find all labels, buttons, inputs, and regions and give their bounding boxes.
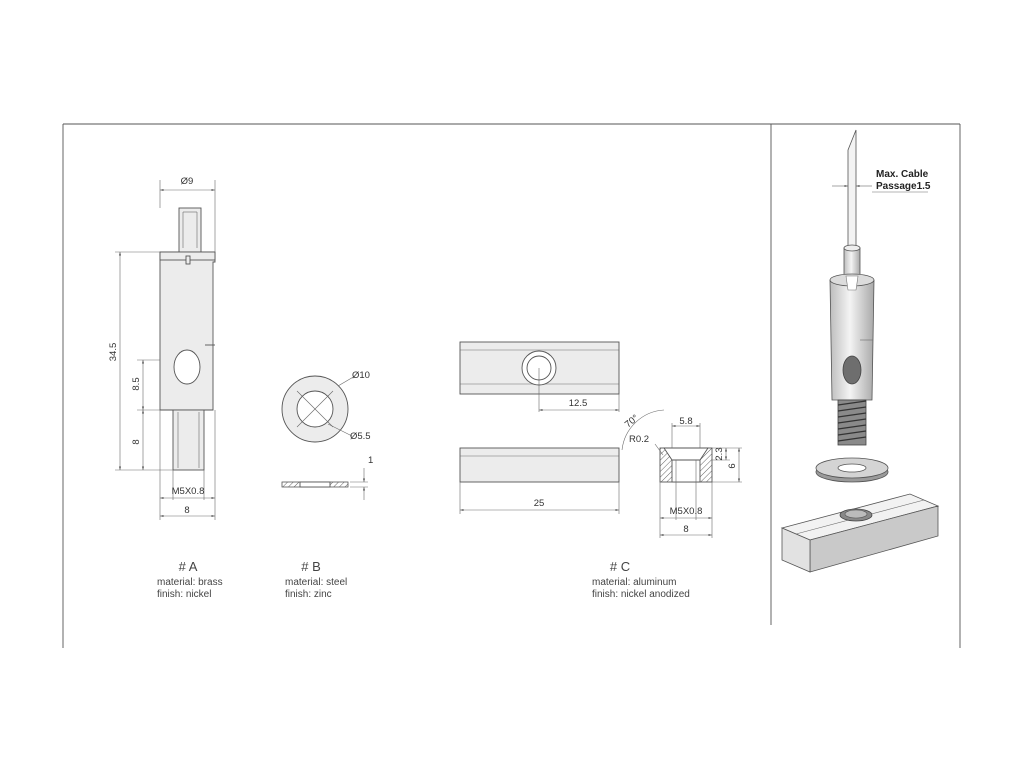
part-a-finish: finish: nickel [157,589,211,600]
part-c-dim-length: 25 [534,498,545,509]
part-a-cable-hole [173,349,201,385]
part-c-dim-hole-pos: 12.5 [569,398,588,409]
part-a-dim-thread: M5X0.8 [172,486,205,497]
part-a-material: material: brass [157,577,223,588]
part-c-label: # C [610,559,630,574]
part-a-dim-thread-len: 8 [131,439,142,444]
part-c-drawing: 12.5 25 70° R0.2 5.8 2.3 6 M5X0.8 [459,341,742,600]
part-a-label: # A [179,559,198,574]
cable-note-line2: Passage1.5 [876,181,931,192]
assembly-cable-hole [842,355,862,385]
assembly-washer [815,457,889,483]
part-a-dim-width: 8 [184,505,189,516]
part-c-dim-depth: 2.3 [714,447,725,460]
cable [847,129,857,253]
part-c-dim-thread: M5X0.8 [670,506,703,517]
drawing-frame [62,123,961,648]
part-c-finish: finish: nickel anodized [592,589,690,600]
part-b-label: # B [301,559,321,574]
part-b-dim-inner: Ø5.5 [350,431,371,442]
part-c-dim-counter: 5.8 [679,416,692,427]
part-c-dim-radius: R0.2 [629,434,649,445]
part-c-dim-height: 6 [727,463,738,468]
cable-note-line1: Max. Cable [876,169,929,180]
part-b-drawing: Ø10 Ø5.5 1 # B material: steel finish: z… [281,370,373,600]
part-c-dim-width: 8 [683,524,688,535]
part-b-dim-outer: Ø10 [352,370,370,381]
part-b-finish: finish: zinc [285,589,332,600]
assembly-part-c-bar [780,493,940,573]
part-a-dim-hole: 8.5 [131,377,142,390]
part-a-dim-top-dia: Ø9 [181,176,194,187]
assembly-view: Max. Cable Passage1.5 [780,129,940,573]
part-a-dim-height: 34.5 [108,343,119,362]
assembly-thread [837,399,867,446]
part-c-dim-angle: 70° [623,413,641,431]
part-b-material: material: steel [285,577,347,588]
part-b-dim-thick: 1 [368,455,373,466]
part-a-drawing: Ø9 34.5 8.5 8 M5X0.8 8 # A material: bra… [108,176,223,600]
part-c-material: material: aluminum [592,577,676,588]
